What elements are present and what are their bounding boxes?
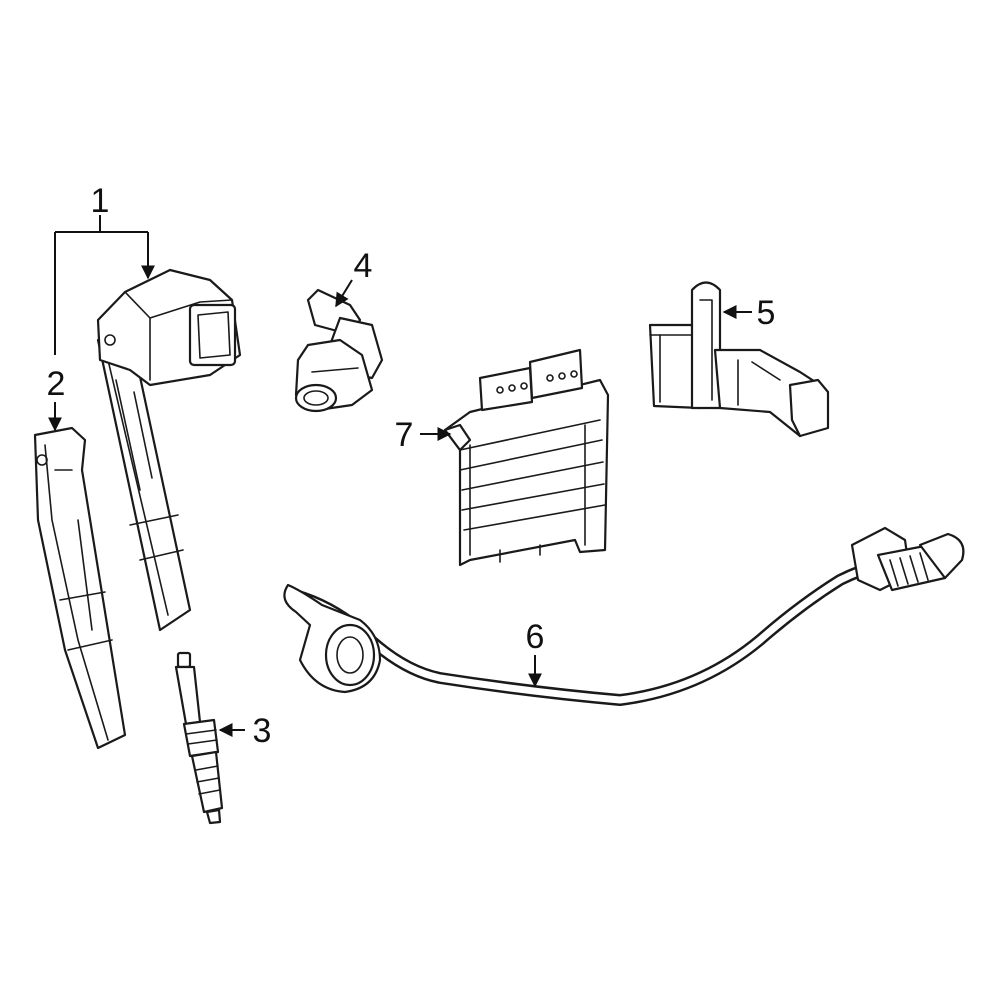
callout-1: 1 — [91, 182, 110, 220]
callout-2: 2 — [47, 365, 66, 403]
camshaft-sensor-part[interactable] — [294, 288, 384, 413]
ignition-coil-part[interactable] — [96, 268, 242, 632]
callout-3: 3 — [253, 712, 272, 750]
callout-7: 7 — [395, 416, 414, 454]
callout-6: 6 — [526, 618, 545, 656]
oxygen-sensor-part[interactable] — [283, 526, 965, 706]
callout-4: 4 — [354, 247, 373, 285]
leader-lines — [48, 215, 752, 737]
coil-boot-part[interactable] — [33, 426, 127, 750]
position-sensor-part[interactable] — [648, 281, 830, 438]
callout-5: 5 — [757, 294, 776, 332]
spark-plug-part[interactable] — [174, 651, 224, 825]
ecm-part[interactable] — [443, 348, 610, 567]
